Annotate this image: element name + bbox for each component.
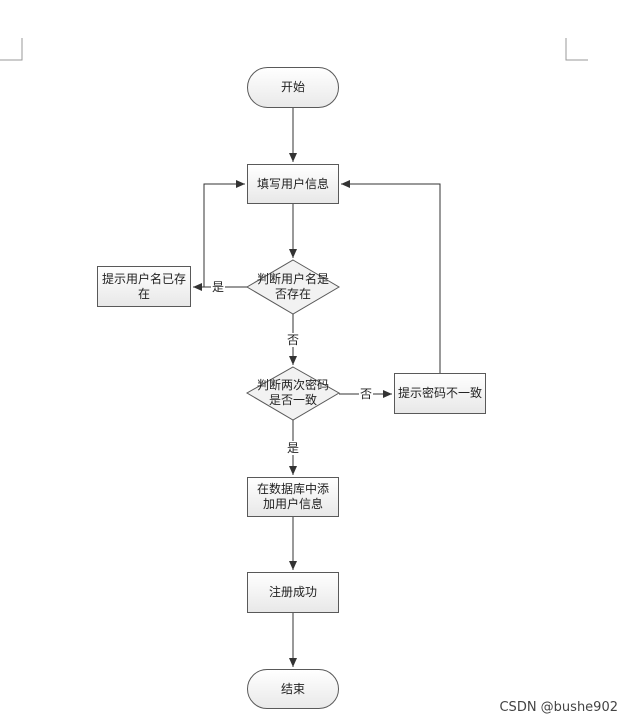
corner-mark-top-right xyxy=(565,38,588,61)
edge-label-username-no: 否 xyxy=(286,333,301,347)
fill-user-info-node: 填写用户信息 xyxy=(247,164,339,204)
edge-label-password-yes: 是 xyxy=(286,441,301,455)
username-exists-node: 提示用户名已存在 xyxy=(97,266,191,307)
watermark-text: CSDN @bushe902 xyxy=(499,700,618,715)
edge-label-password-no: 否 xyxy=(359,387,374,401)
start-node: 开始 xyxy=(247,67,339,108)
add-to-database-node: 在数据库中添加用户信息 xyxy=(247,477,339,517)
edge-mismatch-back-to-fill xyxy=(341,180,441,373)
register-success-node: 注册成功 xyxy=(247,572,339,613)
edge-exists-back-to-fill xyxy=(203,180,245,287)
end-node: 结束 xyxy=(247,669,339,709)
check-password-node: 判断两次密码是否一致 xyxy=(256,378,329,407)
edge-label-username-yes: 是 xyxy=(211,280,226,294)
password-mismatch-node: 提示密码不一致 xyxy=(394,373,486,414)
check-username-node: 判断用户名是否存在 xyxy=(256,272,329,301)
corner-mark-top-left xyxy=(0,38,23,61)
